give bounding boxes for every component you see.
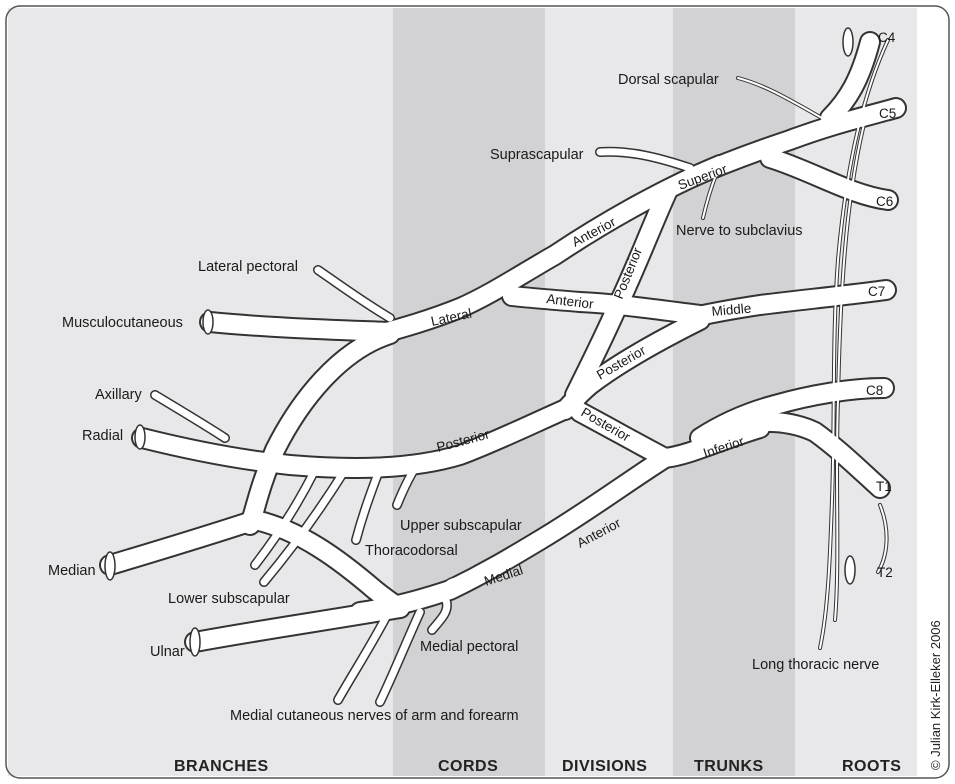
root-label-c4: C4 xyxy=(878,30,896,45)
label-long-thoracic: Long thoracic nerve xyxy=(752,657,879,673)
root-label-c7: C7 xyxy=(868,284,885,299)
header-roots: ROOTS xyxy=(842,758,901,775)
label-lateral-pectoral: Lateral pectoral xyxy=(198,259,298,275)
root-label-t1: T1 xyxy=(876,479,892,494)
copyright-credit: © Julian Kirk-Elleker 2006 xyxy=(928,620,943,770)
label-musculocutaneous: Musculocutaneous xyxy=(62,315,183,331)
label-dorsal-scapular: Dorsal scapular xyxy=(618,72,719,88)
band-divisions xyxy=(545,8,673,776)
cut-end-musculocutaneous xyxy=(203,310,213,334)
label-medial-cutaneous: Medial cutaneous nerves of arm and forea… xyxy=(230,708,519,724)
label-axillary: Axillary xyxy=(95,387,142,403)
root-label-t2: T2 xyxy=(877,565,893,580)
label-thoracodorsal: Thoracodorsal xyxy=(365,543,458,559)
header-branches: BRANCHES xyxy=(174,758,269,775)
cut-end-radial xyxy=(135,425,145,449)
header-cords: CORDS xyxy=(438,758,498,775)
band-cords xyxy=(393,8,545,776)
label-suprascapular: Suprascapular xyxy=(490,147,584,163)
cut-end-ulnar xyxy=(190,628,200,656)
lateral-cord xyxy=(210,322,390,332)
root-label-c5: C5 xyxy=(879,106,896,121)
band-branches xyxy=(8,8,393,776)
label-upper-subscapular: Upper subscapular xyxy=(400,518,522,534)
label-lower-subscapular: Lower subscapular xyxy=(168,591,290,607)
label-radial: Radial xyxy=(82,428,123,444)
cut-end-median xyxy=(105,552,115,580)
label-nerve-to-subclavius: Nerve to subclavius xyxy=(676,223,803,239)
header-divisions: DIVISIONS xyxy=(562,758,647,775)
root-end-c4 xyxy=(843,28,853,56)
label-ulnar: Ulnar xyxy=(150,644,185,660)
root-label-c8: C8 xyxy=(866,383,883,398)
label-median: Median xyxy=(48,563,96,579)
root-end-t2 xyxy=(845,556,855,584)
header-trunks: TRUNKS xyxy=(694,758,764,775)
root-label-c6: C6 xyxy=(876,194,893,209)
label-medial-pectoral: Medial pectoral xyxy=(420,639,518,655)
